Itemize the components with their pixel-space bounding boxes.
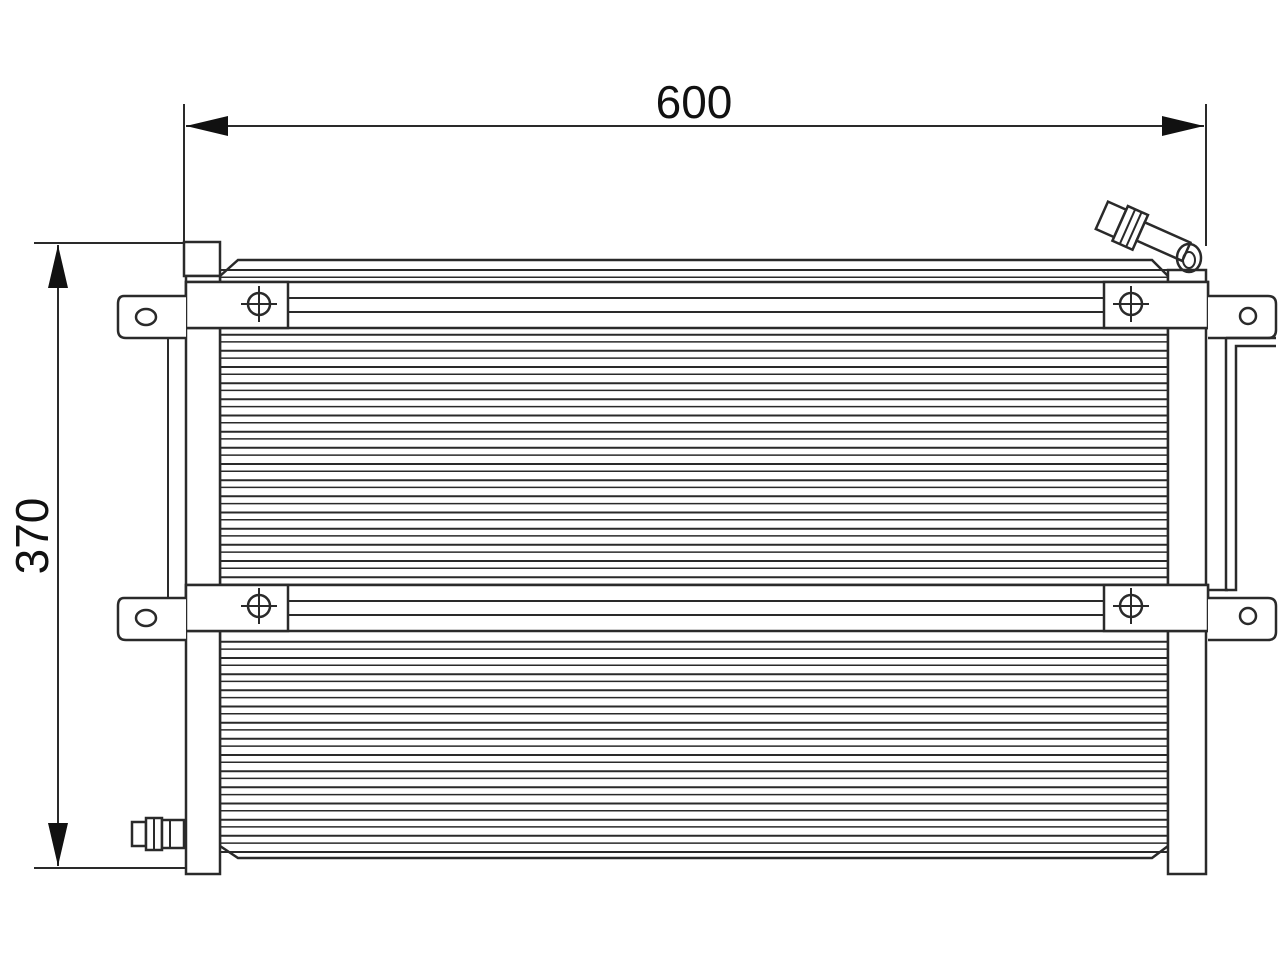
lower-right-mount-hole <box>1238 606 1258 626</box>
height-label: 370 <box>6 498 58 575</box>
height-arrow-top <box>48 245 68 288</box>
upper-left-mount-ear <box>116 294 186 340</box>
right-tank-body <box>1166 268 1208 876</box>
width-dimension: 600 <box>183 76 1207 246</box>
upper-right-mount-ear <box>1208 294 1278 340</box>
right-side-strap <box>1224 336 1276 592</box>
lower-left-bolt-icon <box>241 588 277 624</box>
height-dimension: 370 <box>6 242 186 869</box>
lower-bracket-left-plate <box>184 583 290 633</box>
height-arrow-bottom <box>48 823 68 866</box>
upper-right-bolt-icon <box>1113 286 1149 322</box>
upper-right-mount-hole <box>1238 306 1258 326</box>
upper-left-mount-hole <box>134 307 158 327</box>
outlet-fitting <box>130 816 186 852</box>
width-arrow-right <box>1162 116 1204 136</box>
fin-tubes <box>220 269 1168 853</box>
lower-left-mount-ear <box>116 596 186 642</box>
lower-right-mount-ear <box>1208 596 1278 642</box>
core-outline <box>218 258 1170 860</box>
lower-right-bolt-icon <box>1113 588 1149 624</box>
lower-mounting-bracket <box>116 583 1278 642</box>
lower-left-mount-hole <box>134 608 158 628</box>
left-tank-body <box>184 274 222 876</box>
condenser-core <box>218 258 1170 860</box>
lower-bracket-bar <box>184 583 1210 633</box>
right-header-tank <box>1166 268 1208 876</box>
upper-bracket-bar <box>184 280 1210 330</box>
left-header-tank <box>182 240 222 876</box>
width-label: 600 <box>656 76 733 128</box>
upper-mounting-bracket <box>116 280 1278 340</box>
width-arrow-left <box>186 116 228 136</box>
upper-left-bolt-icon <box>241 286 277 322</box>
inlet-pipe-end <box>1175 242 1203 274</box>
left-tank-cap <box>182 240 222 278</box>
